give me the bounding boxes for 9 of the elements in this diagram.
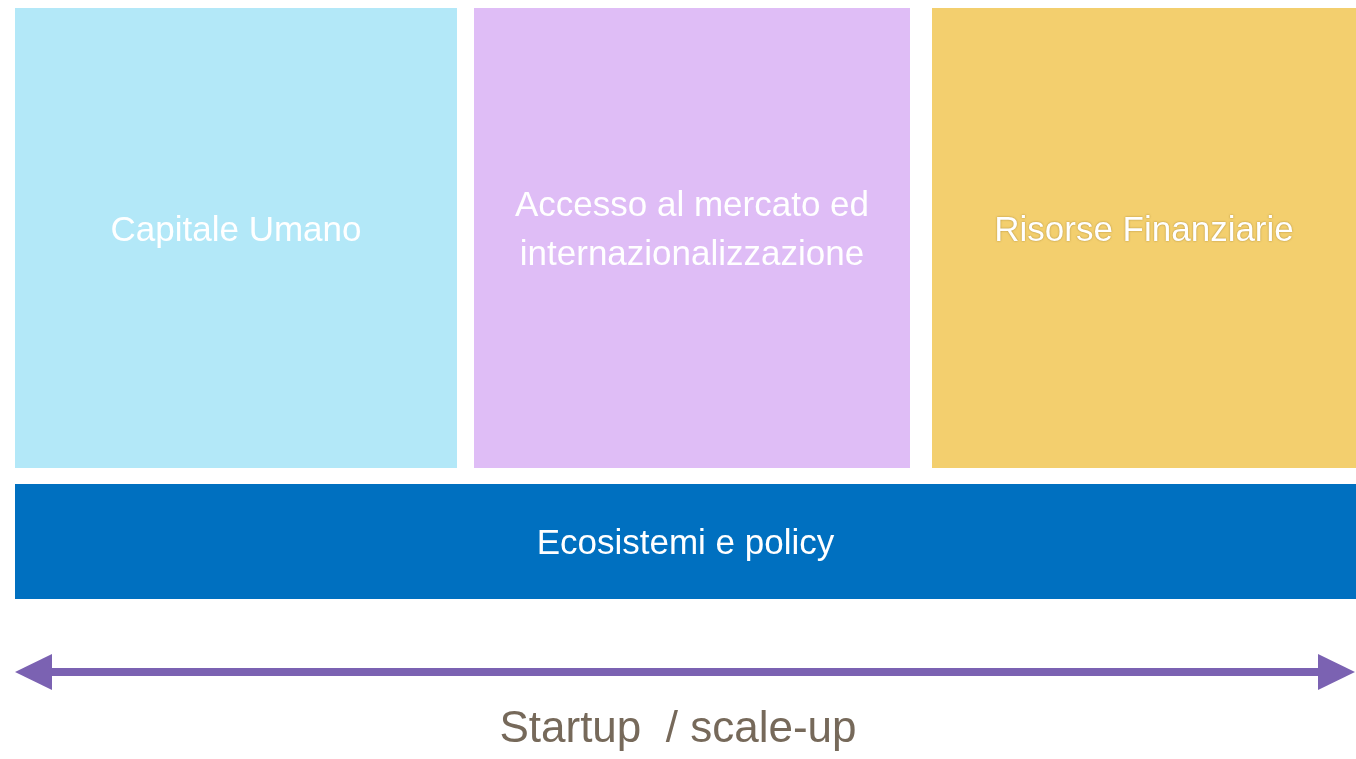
panel-title: Accesso al mercato ed internazionalizzazione — [513, 183, 871, 274]
category-panel — [474, 8, 910, 468]
foundation-bar — [15, 484, 1356, 599]
category-panel — [15, 8, 457, 468]
axis-label: Startup / scale-up — [498, 702, 858, 752]
panel-title: Ecosistemi e policy — [536, 521, 835, 563]
panel-title: Capitale Umano — [110, 207, 362, 250]
panel-title: Risorse Finanziarie — [994, 207, 1294, 250]
category-panel — [932, 8, 1356, 468]
